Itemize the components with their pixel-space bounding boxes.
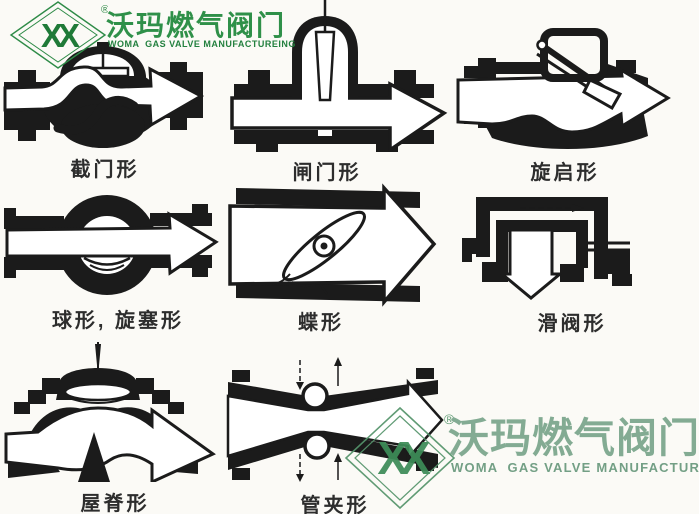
brand-name-cn: 沃玛燃气阀门 bbox=[448, 415, 699, 461]
valve-label-slide: 滑阀形 bbox=[537, 313, 607, 335]
valve-figure-ball-plug bbox=[4, 186, 222, 298]
watermark-top-left: XX ® 沃玛燃气阀门 WOMA GAS VALVE MANUFACTUREIN… bbox=[8, 0, 295, 69]
brand-logo-icon: XX ® bbox=[9, 1, 108, 69]
valve-figure-gate bbox=[226, 0, 450, 152]
brand-monogram: XX bbox=[377, 432, 431, 484]
brand-name-cn: 沃玛燃气阀门 bbox=[106, 10, 287, 41]
swing-valve-diagram bbox=[456, 28, 671, 149]
ridge-valve-diagram bbox=[4, 342, 216, 482]
valve-label-butterfly: 蝶形 bbox=[298, 312, 344, 334]
brand-logo-icon: XX ® bbox=[344, 406, 456, 510]
valve-figure-swing bbox=[452, 28, 697, 152]
valve-figure-butterfly bbox=[228, 182, 440, 308]
valve-figure-globe bbox=[2, 42, 205, 152]
pinch-valve-diagram bbox=[226, 357, 444, 482]
valve-label-ball-plug: 球形, 旋塞形 bbox=[51, 310, 185, 332]
butterfly-valve-diagram bbox=[228, 183, 437, 307]
valve-label-gate: 闸门形 bbox=[292, 162, 362, 184]
valve-figure-slide bbox=[462, 190, 634, 302]
valve-label-globe: 截门形 bbox=[70, 159, 140, 181]
valve-figure-pinch bbox=[226, 356, 456, 484]
valve-label-swing: 旋启形 bbox=[530, 162, 600, 184]
brand-monogram: XX bbox=[41, 17, 80, 54]
ball-valve-diagram bbox=[4, 195, 219, 295]
globe-valve-diagram bbox=[3, 42, 205, 148]
brand-name-en: WOMA GAS VALVE MANUFACTUREING bbox=[108, 39, 296, 49]
valve-label-pinch: 管夹形 bbox=[300, 495, 370, 514]
valve-label-ridge: 屋脊形 bbox=[80, 493, 150, 514]
registered-trademark-icon: ® bbox=[101, 4, 108, 16]
watermark-bottom-right: XX ® 沃玛燃气阀门 WOMA GAS VALVE MANUFACTUREIN… bbox=[330, 398, 699, 510]
slide-valve-diagram bbox=[462, 197, 632, 300]
registered-trademark-icon: ® bbox=[444, 411, 455, 427]
gate-valve-diagram bbox=[230, 0, 448, 152]
brand-name-en: WOMA GAS VALVE MANUFACTUREING bbox=[451, 460, 699, 475]
valve-figure-ridge bbox=[2, 342, 224, 482]
